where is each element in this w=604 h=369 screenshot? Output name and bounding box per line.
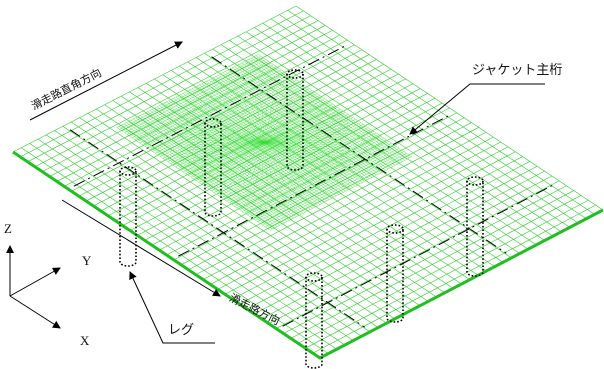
jacket-legs [119, 69, 484, 369]
y-axis-label: Y [82, 253, 92, 268]
x-axis-arrow [9, 295, 61, 329]
jacket-girder-lines [69, 45, 555, 328]
leg-label: レグ [168, 323, 195, 338]
leg-leader [129, 271, 215, 344]
z-axis-label: Z [4, 221, 12, 236]
dense-mesh-region [116, 54, 412, 231]
jacket-girder-label: ジャケット主桁 [472, 63, 563, 78]
leg [386, 224, 404, 323]
runway-direction-arrow [61, 199, 221, 297]
leg [286, 69, 304, 171]
leg [204, 118, 222, 217]
leg [305, 272, 323, 369]
x-axis-label: X [80, 333, 90, 348]
runway-perpendicular-arrow [29, 41, 183, 121]
jacket-girder-leader [409, 83, 545, 135]
y-axis-arrow [9, 267, 61, 297]
leg [119, 166, 137, 267]
leg [466, 176, 484, 277]
deck-mesh [12, 5, 604, 360]
